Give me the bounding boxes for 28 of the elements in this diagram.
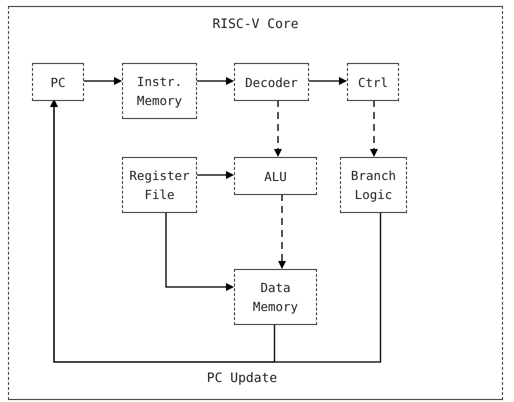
process-box [234,63,309,101]
box-label: Branch Logic [350,167,398,204]
container-box [8,6,503,400]
process-box [347,63,399,101]
box-label: Decoder [244,74,299,92]
arrow [165,212,234,291]
box-label: PC [49,74,67,92]
arrow [196,77,234,85]
box-label: Ctrl [356,74,390,92]
arrow [308,77,347,85]
process-box [122,63,197,119]
process-box [122,157,197,213]
process-box [234,269,317,325]
process-box [32,63,84,101]
arrow [50,99,382,363]
arrow [196,171,234,179]
process-box [340,157,407,213]
arrow [370,100,378,157]
arrow [83,77,122,85]
arrow [274,100,282,157]
arrow [278,194,286,269]
box-label: Instr. Memory [136,73,184,110]
section-label: PC Update [206,371,278,386]
box-label: Data Memory [252,279,300,316]
container-title: RISC-V Core [211,17,300,32]
box-label: Register File [128,167,191,204]
box-label: ALU [263,168,288,186]
process-box [234,157,317,195]
